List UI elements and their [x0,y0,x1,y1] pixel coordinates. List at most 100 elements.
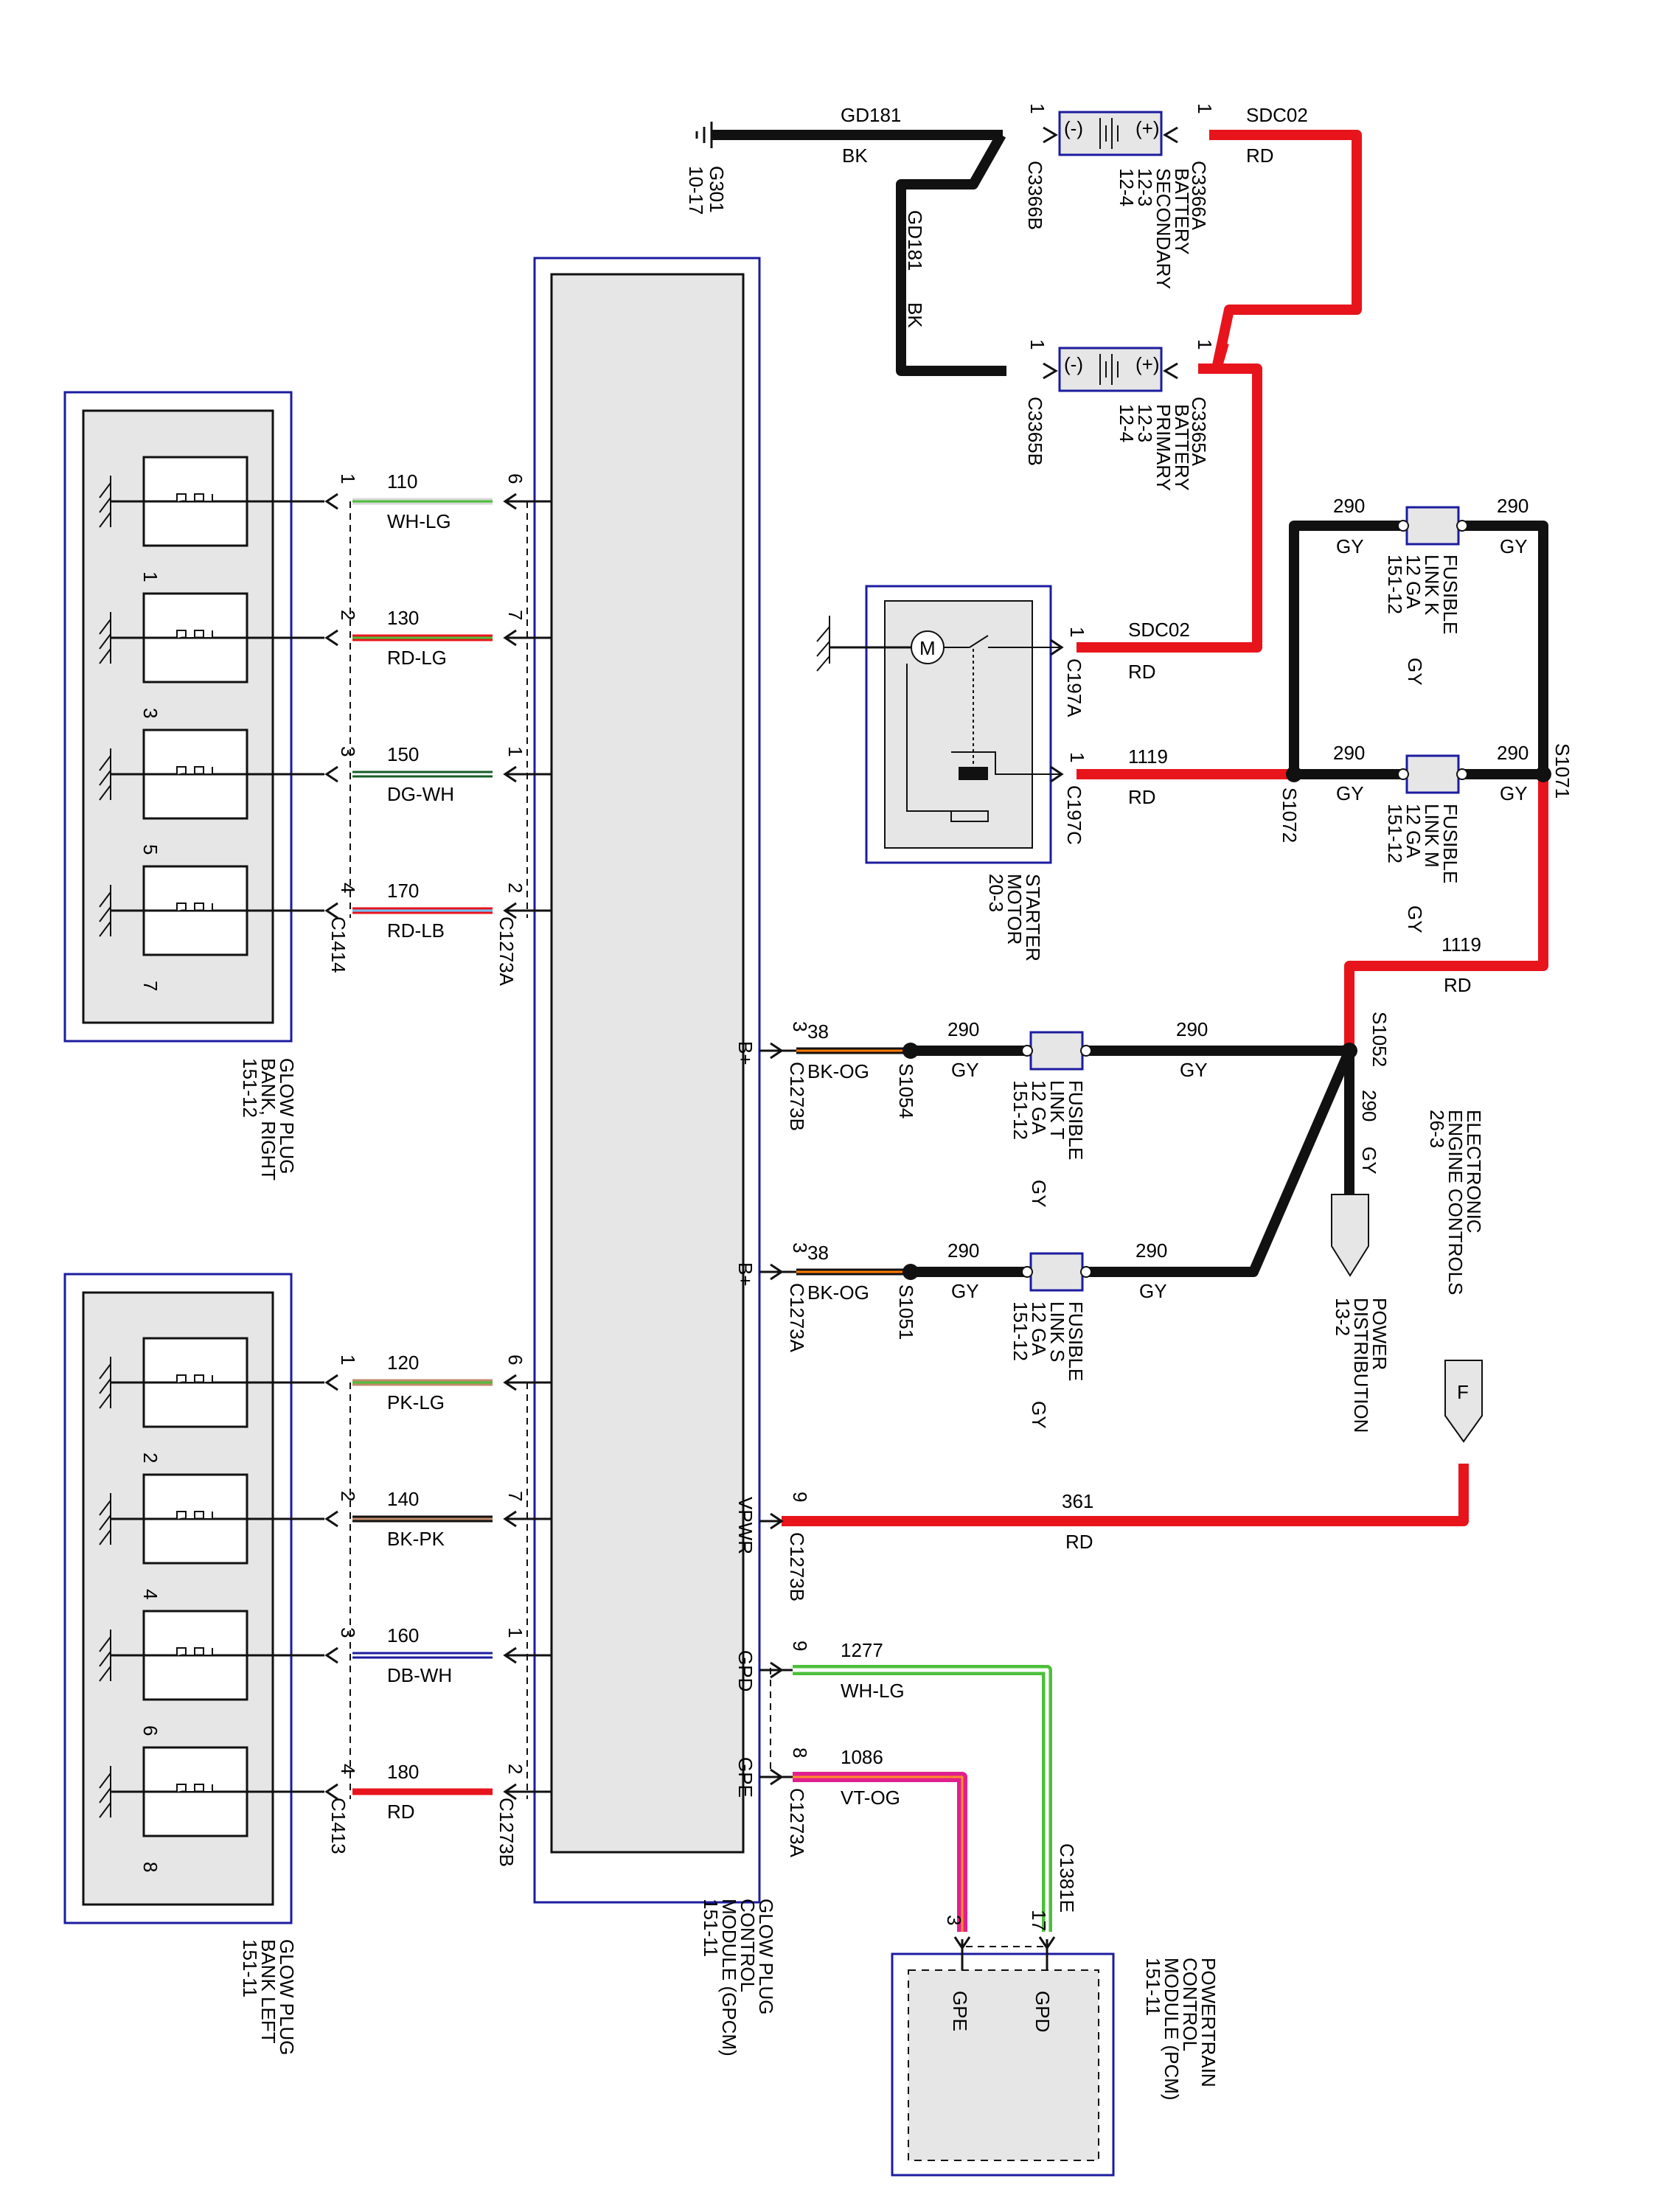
starter-pin-a: 1 [1066,627,1088,637]
battery-secondary-neg-conn: C3366B [1024,161,1046,230]
gpcm-pin: 6 [504,473,526,484]
svg-text:MODULE (PCM): MODULE (PCM) [1161,1958,1183,2101]
gpcm-pin-gpe: GPE [734,1757,757,1798]
svg-text:12-3: 12-3 [1134,404,1156,442]
w1119-starter-circuit: 1119 [1128,745,1168,768]
wire-circuit: 140 [387,1488,419,1510]
svg-text:LINK T: LINK T [1046,1080,1068,1140]
ground-g301: G301 10-17 [685,122,728,215]
wire-circuit: 150 [387,743,419,765]
svg-text:20-3: 20-3 [985,874,1007,912]
wire-290-s [1088,1048,1354,1277]
gd181-circuit-top: GD181 [841,104,901,126]
gpcm-pin: 6 [504,1354,526,1365]
svg-text:C1414: C1414 [327,917,349,973]
bank-connector-icon [324,1783,338,1801]
svg-text:MODULE (GPCM): MODULE (GPCM) [718,1899,740,2056]
heater-icon [176,1784,213,1792]
bank-pin: 4 [337,1764,359,1774]
svg-text:BK-OG: BK-OG [807,1060,869,1082]
svg-text:3: 3 [789,1242,811,1253]
svg-text:MOTOR: MOTOR [1004,874,1026,945]
svg-text:WH-LG: WH-LG [841,1680,905,1702]
sdc02-starter-circuit: SDC02 [1128,619,1190,641]
bank-pin: 3 [337,746,359,757]
svg-text:CONTROL: CONTROL [1179,1958,1201,2051]
splice-s1072: S1072 [1279,787,1301,843]
gpcm-pin: 1 [504,746,526,757]
bank-connector-icon [324,1646,338,1664]
svg-text:VT-OG: VT-OG [841,1787,900,1809]
sdc02-circuit-top: SDC02 [1246,104,1308,126]
gpcm-module: GLOW PLUG CONTROL MODULE (GPCM) 151-11 B… [533,257,777,2056]
svg-text:(+): (+) [1135,117,1160,139]
pcm-pin-gpd: 17 [1028,1910,1050,1931]
starter-motor: M 1 1 C197A C197C STARTER MOTOR 20-3 [816,585,1088,961]
wire-color: BK-PK [387,1528,445,1550]
svg-text:290: 290 [1358,1090,1380,1121]
ground-icon [99,748,111,801]
glow-plug-number: 3 [139,708,161,718]
svg-text:151-11: 151-11 [1142,1958,1164,2016]
bank-connector-icon [324,765,338,783]
svg-text:(-): (-) [1064,353,1083,375]
starter-conn-c: C197C [1063,785,1085,845]
bank-pin: 3 [337,1627,359,1638]
svg-text:BATTERY: BATTERY [1171,404,1193,491]
svg-text:ENGINE CONTROLS: ENGINE CONTROLS [1444,1110,1467,1295]
pcm-conn: C1381E [1056,1843,1078,1913]
svg-text:1119: 1119 [1441,933,1481,956]
svg-text:C1273A: C1273A [495,917,518,987]
svg-text:F: F [1457,1381,1469,1403]
svg-text:GY: GY [1500,535,1528,557]
svg-text:9: 9 [789,1492,811,1502]
svg-text:151-12: 151-12 [1009,1301,1032,1361]
svg-text:13-2: 13-2 [1332,1298,1354,1336]
svg-text:12 GA: 12 GA [1028,1301,1050,1356]
svg-text:151-11: 151-11 [700,1899,722,1957]
splice-s1051: S1051 [895,1284,917,1340]
svg-text:POWERTRAIN: POWERTRAIN [1197,1958,1220,2087]
svg-text:290: 290 [1333,495,1365,517]
svg-text:3: 3 [789,1021,811,1032]
glow-plug-number: 4 [139,1589,161,1599]
gpcm-pin-gpd: GPD [734,1650,757,1691]
svg-text:C1413: C1413 [327,1798,349,1854]
starter-motor-symbol: M [919,637,936,659]
svg-text:SECONDARY: SECONDARY [1152,168,1175,289]
battery-primary-neg-conn: C3365B [1024,397,1046,466]
svg-text:GLOW PLUG: GLOW PLUG [276,1058,298,1174]
svg-text:1086: 1086 [841,1746,883,1768]
fusible-link-m: FUSIBLE LINK M 12 GA 151-12 GY [1384,754,1468,933]
glow-plug-number: 7 [139,981,161,991]
svg-text:38: 38 [807,1020,829,1043]
gpcm-pin: 2 [504,883,526,893]
pcm-pin-gpe: 3 [943,1915,965,1925]
svg-text:9: 9 [789,1641,811,1651]
bank-pin: 1 [337,1354,359,1365]
heater-icon [176,766,213,775]
gd181-color-top: BK [842,145,868,167]
wire-color: DG-WH [387,783,454,805]
ground-icon [99,1630,111,1682]
bank-pin: 4 [337,883,359,893]
ground-icon [99,612,111,664]
splice-s1054: S1054 [895,1063,917,1119]
heater-icon [176,902,213,911]
battery-primary-pos-pin: 1 [1194,339,1216,349]
wire-290-k-right [1464,521,1548,774]
svg-text:STARTER: STARTER [1022,874,1044,961]
bank-pin: 2 [337,610,359,620]
battery-primary-neg-pin: 1 [1026,339,1048,349]
wire-color: WH-LG [387,510,451,532]
battery-secondary: (-) (+) 1 1 C3366B C3366A BATTERY SECOND… [1024,103,1216,289]
svg-text:151-11: 151-11 [239,1939,261,1997]
heater-icon [176,493,213,502]
svg-text:C1273B: C1273B [786,1532,808,1601]
svg-text:CONTROL: CONTROL [737,1899,759,1992]
pcm-module: POWERTRAIN CONTROL MODULE (PCM) 151-11 C… [891,1843,1220,2177]
bank-pin: 2 [337,1491,359,1501]
svg-text:BANK LEFT: BANK LEFT [257,1939,279,2044]
